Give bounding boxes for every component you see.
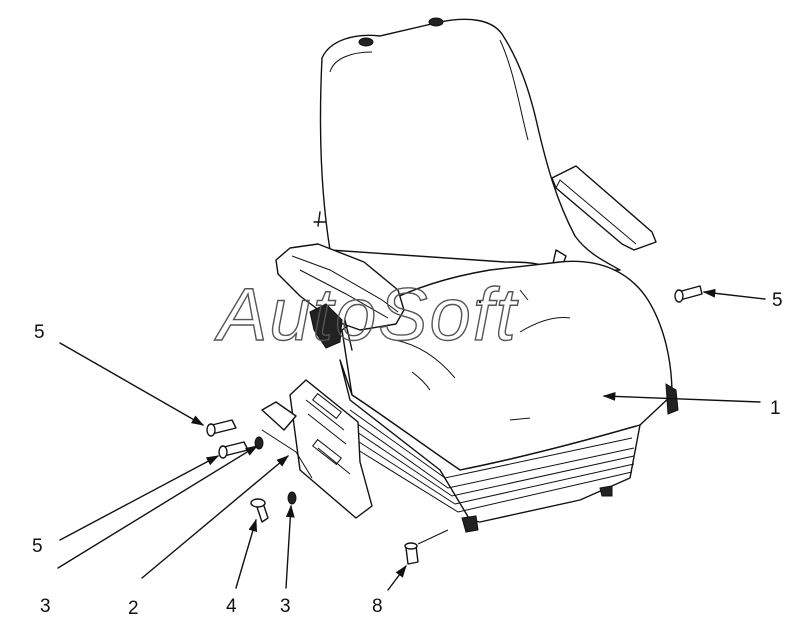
callout-3-left: 3: [40, 596, 51, 617]
fitting-bottom: [404, 542, 419, 565]
callout-5-bottom-left: 5: [32, 536, 43, 557]
callout-5-right: 5: [772, 290, 783, 311]
bolt-lower-left: [218, 441, 249, 459]
callout-5-top-left: 5: [34, 322, 45, 343]
callout-4: 4: [226, 596, 237, 617]
callout-1: 1: [770, 398, 781, 419]
callout-8: 8: [372, 596, 383, 617]
mounting-bracket: [261, 379, 373, 519]
bolt-upper-left: [206, 419, 237, 437]
leader-lines: [57, 288, 766, 591]
bolt-bottom: [250, 498, 269, 523]
right-armrest: [551, 165, 657, 273]
callout-3-bottom: 3: [280, 596, 291, 617]
left-armrest: [275, 243, 405, 351]
seat-backrest: [313, 17, 621, 273]
watermark-text: AutoSoft: [214, 273, 519, 356]
callout-2: 2: [128, 598, 139, 619]
bolt-right: [674, 285, 703, 303]
washer-bottom: [287, 491, 297, 505]
suspension-base: [339, 359, 641, 533]
